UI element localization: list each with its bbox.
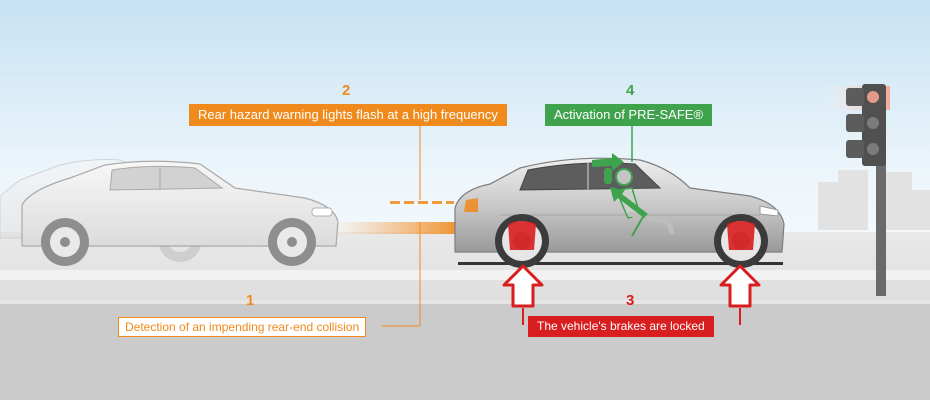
front-wheel-brake: [714, 214, 768, 268]
rear-wheel-brake: [495, 214, 549, 268]
city-skyline: [818, 170, 930, 230]
step-4-label: Activation of PRE-SAFE®: [545, 104, 713, 126]
step-4-number: 4: [626, 82, 635, 99]
step-1-label: Detection of an impending rear-end colli…: [118, 317, 367, 337]
approaching-car: [21, 160, 339, 266]
step-1-number: 1: [246, 292, 255, 309]
step-3-number: 3: [626, 292, 635, 309]
brake-disc-icon: [727, 221, 755, 250]
traffic-light-icon: [820, 84, 890, 296]
leader-lines: [382, 124, 741, 327]
step-3-label: The vehicle's brakes are locked: [528, 316, 714, 337]
up-arrow-icon: [719, 264, 761, 308]
hazard-signal-trail: [330, 222, 455, 234]
step-2-number: 2: [342, 82, 351, 99]
brake-disc-icon: [508, 221, 536, 250]
pre-safe-arrows: [592, 153, 648, 218]
up-arrow-icon: [502, 264, 544, 308]
step-2-label: Rear hazard warning lights flash at a hi…: [189, 104, 507, 126]
